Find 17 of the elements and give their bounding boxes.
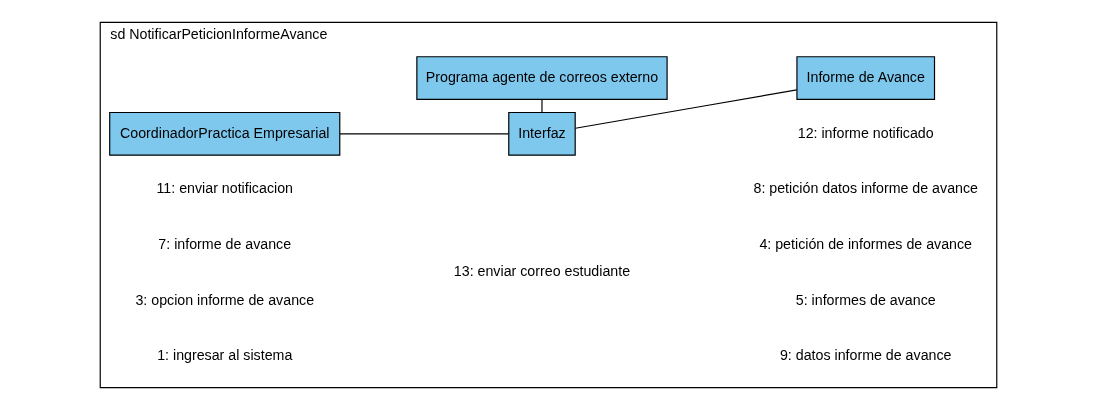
- connector: [574, 89, 798, 129]
- node-box: Informe de Avance: [796, 56, 936, 101]
- label: 13: enviar correo estudiante: [453, 263, 631, 280]
- label: 4: petición de informes de avance: [759, 236, 973, 252]
- label: 7: informe de avance: [158, 236, 292, 252]
- label: 9: datos informe de avance: [779, 347, 952, 364]
- label: 8: petición datos informe de avance: [753, 180, 978, 197]
- node-box: CoordinadorPractica Empresarial: [109, 111, 341, 156]
- label: 1: ingresar al sistema: [157, 347, 293, 364]
- connector: [541, 99, 543, 113]
- connector: [339, 133, 510, 135]
- label: 12: informe notificado: [797, 124, 934, 141]
- label: 3: opcion informe de avance: [135, 291, 315, 308]
- node-box: Programa agente de correos externo: [416, 56, 668, 101]
- node-box: Interfaz: [508, 111, 576, 156]
- label: 5: informes de avance: [795, 291, 936, 308]
- label: 11: enviar notificacion: [156, 180, 293, 197]
